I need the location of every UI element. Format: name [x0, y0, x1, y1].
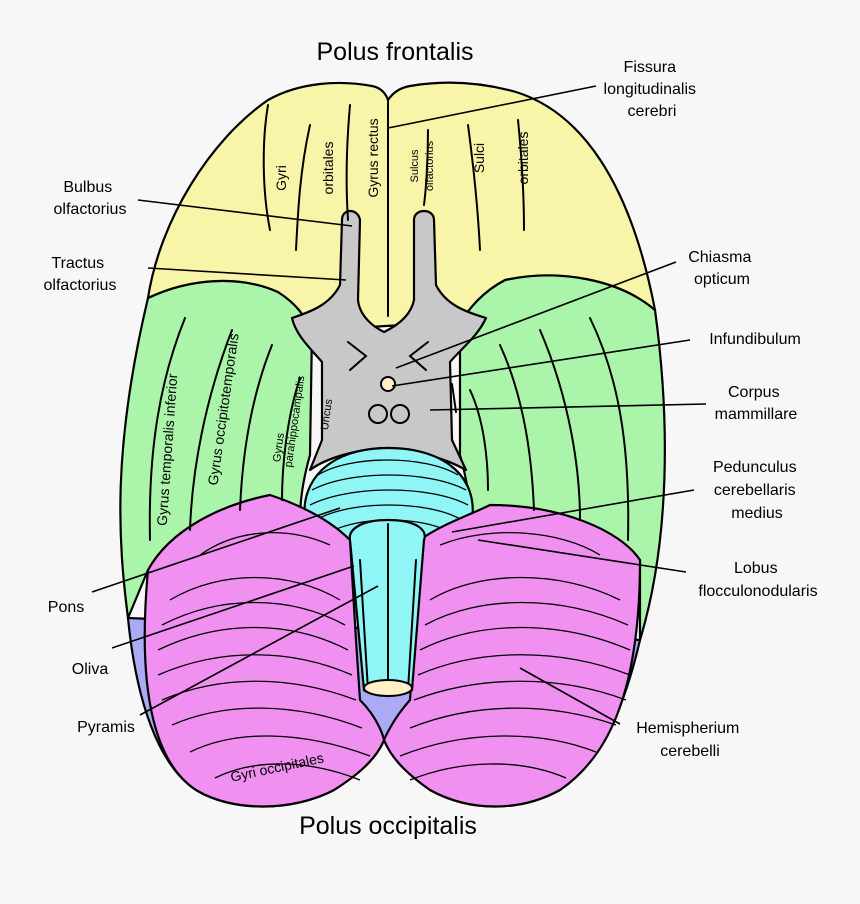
- label-bulbus-olfactorius: Bulbus olfactorius: [54, 179, 127, 218]
- label-lobus-flocculonodularis: Lobus flocculonodularis: [698, 560, 817, 600]
- label-sulcus: Sulcus: [409, 149, 421, 183]
- label-infundibulum: Infundibulum: [709, 331, 801, 348]
- medulla-cut: [363, 679, 413, 697]
- cerebellum-right: [382, 503, 642, 808]
- corpus-mammillare-right: [390, 404, 410, 424]
- label-pons: Pons: [48, 599, 84, 616]
- pons-folds: [309, 459, 469, 533]
- temporal-sulci: [148, 317, 630, 541]
- infundibulum-shape: [380, 376, 396, 392]
- medulla-olive-line: [359, 559, 417, 691]
- label-corpus-mammillare: Corpus mammillare: [715, 384, 798, 423]
- title-polus-occipitalis: Polus occipitalis: [299, 812, 477, 840]
- label-tractus-olfactorius: Tractus olfactorius: [44, 255, 117, 294]
- chiasma-outline: [347, 341, 429, 371]
- label-pyramis: Pyramis: [77, 719, 135, 736]
- label-chiasma-opticum: Chiasma opticum: [688, 249, 756, 288]
- label-hemispherium-cerebelli: Hemispherium cerebelli: [636, 720, 744, 760]
- label-sulci: Sulci: [471, 143, 487, 173]
- label-pedunculus-cerebellaris: Pedunculus cerebellaris medius: [713, 459, 801, 522]
- cerebellum-left: [143, 493, 386, 808]
- cerebellar-folia: [157, 532, 631, 781]
- label-olfactorius-inner: olfactorius: [424, 140, 436, 191]
- label-orbitales-right: orbitales: [515, 132, 531, 185]
- leader-lines: [91, 85, 707, 725]
- label-fissura-longitudinalis: Fissura longitudinalis cerebri: [604, 59, 701, 120]
- label-oliva: Oliva: [72, 661, 109, 678]
- label-uncus: Uncus: [319, 398, 335, 431]
- label-gyrus-small: Gyrus: [271, 432, 287, 463]
- corpus-mammillare-left: [368, 404, 388, 424]
- label-gyri: Gyri: [273, 165, 289, 191]
- label-gyrus-rectus: Gyrus rectus: [365, 118, 381, 197]
- title-polus-frontalis: Polus frontalis: [316, 38, 473, 66]
- label-orbitales-left: orbitales: [320, 142, 336, 195]
